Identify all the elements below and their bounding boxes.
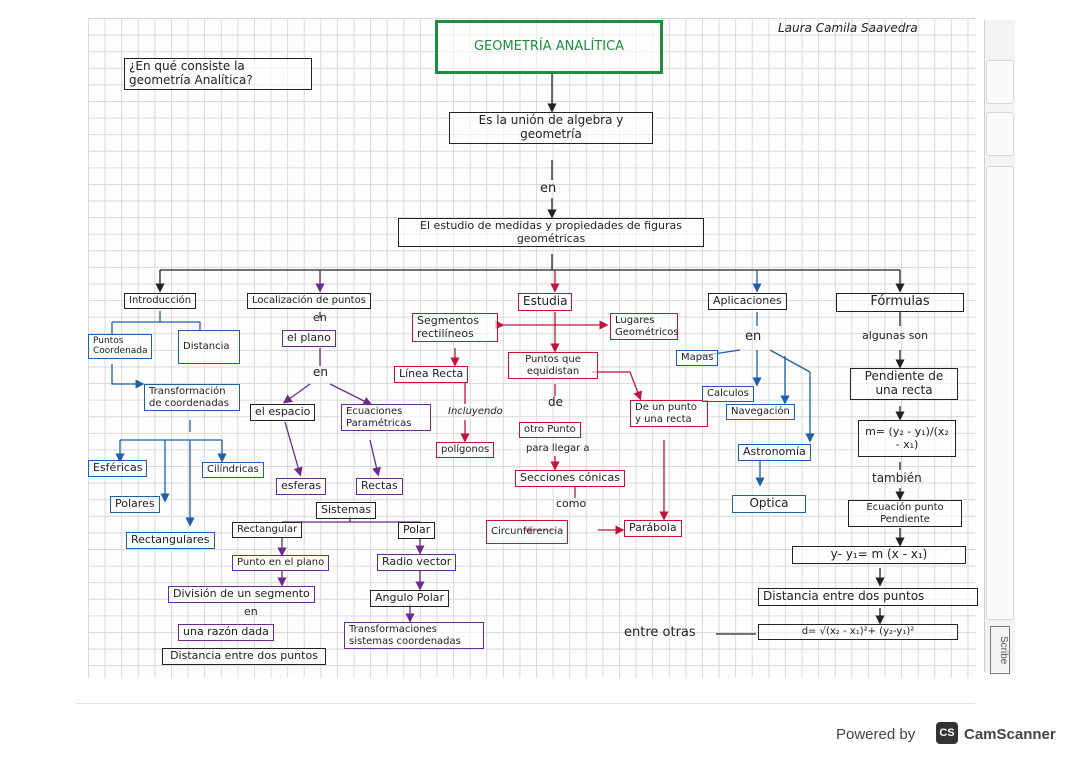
link-ecuaciones-rectas	[369, 439, 381, 477]
node-d-formula: d= √(x₂ - x₁)²+ (y₂-y₁)²	[758, 624, 958, 640]
node-transformaciones: Transformaciones sistemas coordenadas	[344, 622, 484, 649]
link-espacio-esferas	[284, 421, 303, 477]
question-box: ¿En qué consiste la geometría Analítica?	[124, 58, 312, 90]
local-en-1: en	[313, 311, 327, 324]
node-otro-punto: otro Punto	[519, 422, 581, 438]
branch-formulas: Fórmulas	[836, 293, 964, 312]
camscanner-logo-icon: CS	[936, 722, 958, 744]
powered-by-text: Powered by	[836, 726, 916, 743]
node-lugares: Lugares Geométricos	[610, 313, 679, 340]
node-circunferencia: Circunferencia	[486, 520, 569, 544]
link-en-espacio	[282, 383, 311, 404]
node-puntos-coordenada: Puntos Coordenada	[88, 334, 152, 359]
node-plano: el plano	[282, 330, 336, 347]
node-radio-vector: Radio vector	[377, 554, 457, 571]
node-segmentos: Segmentos rectilíneos	[412, 313, 498, 343]
study-box: El estudio de medidas y propiedades de f…	[398, 218, 704, 248]
node-navegacion: Navegación	[726, 404, 795, 420]
label-incluyendo: Incluyendo	[448, 406, 503, 417]
notebook-tab	[986, 112, 1014, 156]
node-astronomia: Astronomía	[738, 444, 811, 461]
scribe-tab: Scribe	[990, 626, 1010, 674]
link-intro-split	[111, 311, 201, 334]
node-distancia: Distancia	[178, 330, 240, 364]
branch-estudia: Estudia	[518, 293, 573, 311]
title-box: GEOMETRÍA ANALÍTICA	[435, 20, 663, 74]
local-en-2: en	[313, 365, 328, 379]
node-pendiente: Pendiente de una recta	[850, 368, 958, 400]
link-en-ecuaciones	[329, 383, 373, 406]
link-puntos-punto-recta	[592, 371, 642, 401]
node-polares: Polares	[110, 496, 160, 513]
node-optica: Optica	[732, 495, 806, 513]
aplic-en: en	[745, 329, 762, 344]
author-name: Laura Camila Saavedra	[778, 21, 918, 35]
node-division: División de un segmento	[168, 586, 315, 603]
node-polar: Polar	[398, 522, 436, 539]
node-espacio: el espacio	[250, 404, 316, 421]
label-para-llegar: para llegar a	[526, 443, 590, 454]
local-en-3: en	[244, 605, 258, 618]
node-ecuacion-punto: Ecuación punto Pendiente	[848, 500, 962, 527]
node-poligonos: polígonos	[436, 442, 495, 458]
label-algunas: algunas son	[862, 329, 929, 342]
notebook-tab	[986, 166, 1014, 620]
node-rectangulares: Rectangulares	[126, 532, 215, 549]
node-cilindricas: Cilíndricas	[202, 462, 264, 478]
notebook-tab	[986, 60, 1014, 104]
page-divider	[75, 703, 975, 704]
branch-introduccion: Introducción	[124, 293, 197, 309]
node-rectangular: Rectangular	[232, 522, 303, 538]
label-entre-otras: entre otras	[624, 625, 696, 640]
link-puntos-trans	[111, 364, 145, 389]
label-como: como	[556, 497, 587, 510]
node-punto-recta: De un punto y una recta	[630, 400, 708, 427]
node-esferas: esferas	[276, 478, 327, 495]
branch-localizacion: Localización de puntos	[247, 293, 371, 309]
camscanner-name: CamScanner	[964, 726, 1056, 743]
node-angulo-polar: Angulo Polar	[370, 590, 450, 607]
label-de: de	[548, 395, 563, 409]
connector-en: en	[540, 181, 557, 196]
node-parabola: Parábola	[624, 520, 682, 537]
node-linea-recta: Línea Recta	[394, 366, 469, 383]
node-secciones: Secciones cónicas	[515, 470, 625, 487]
definition-box: Es la unión de algebra y geometría	[449, 112, 653, 144]
label-tambien: también	[872, 471, 922, 485]
node-puntos-equidistan: Puntos que equidistan	[508, 352, 598, 379]
node-punto-plano: Punto en el plano	[232, 555, 330, 571]
node-rectas: Rectas	[356, 478, 403, 495]
node-m-formula: m= (y₂ - y₁)/(x₂ - x₁)	[858, 420, 956, 458]
node-esfericas: Esféricas	[88, 460, 148, 477]
node-distancia-puntos: Distancia entre dos puntos	[162, 648, 326, 665]
node-distancia-title: Distancia entre dos puntos	[758, 588, 978, 606]
branch-aplicaciones: Aplicaciones	[708, 293, 787, 310]
node-mapas: Mapas	[676, 350, 719, 366]
node-calculos: Calculos	[702, 386, 754, 402]
node-ecuaciones: Ecuaciones Paramétricas	[341, 404, 431, 431]
node-transformacion: Transformación de coordenadas	[144, 384, 240, 411]
node-razon: una razón dada	[178, 624, 274, 641]
node-ec-formula: y- y₁= m (x - x₁)	[792, 546, 966, 564]
node-sistemas: Sistemas	[316, 502, 377, 519]
